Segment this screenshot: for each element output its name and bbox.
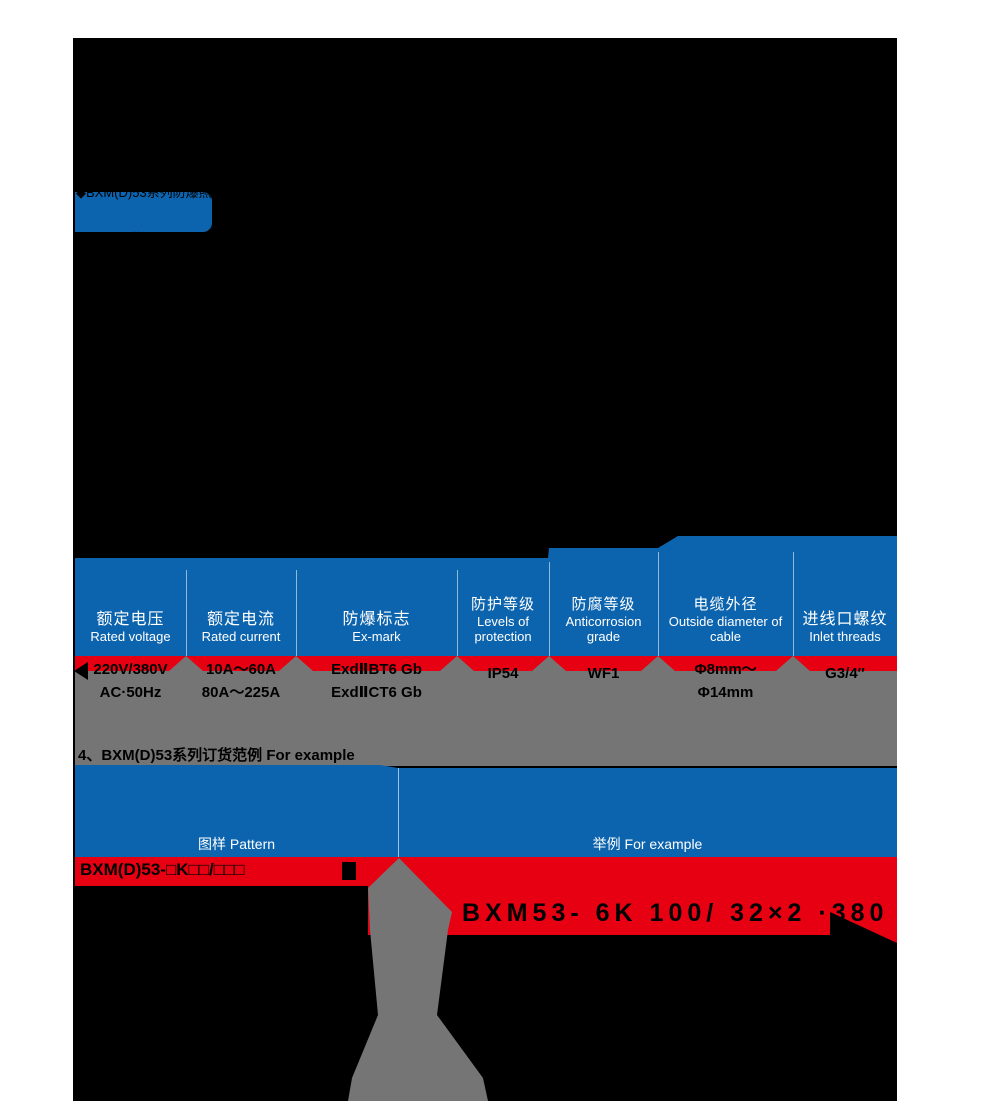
hidden-pattern-text: BXM(D)53-□K□□/□□□ <box>80 860 245 879</box>
col-label-zh: 防腐等级 <box>571 596 636 613</box>
col-label-en: Rated current <box>201 629 281 644</box>
spec-col-header-rated-current: 额定电流 Rated current <box>186 584 296 650</box>
col-label-en: Inlet threads <box>809 629 881 644</box>
pattern-diagram-mark <box>342 862 356 880</box>
col-label-en: Anticorrosion grade <box>565 614 642 644</box>
spec-value-anticorrosion: WF1 <box>587 665 620 682</box>
col-label-zh: 防爆标志 <box>342 611 411 628</box>
col-label-zh: 进线口螺纹 <box>802 611 888 628</box>
col-label-zh: 防护等级 <box>470 596 535 613</box>
pattern-diagram-silhouette <box>75 886 368 935</box>
hidden-spec-note: ■ 参数如有变动，恕不另行通知 <box>678 530 817 541</box>
example-label: 举例 For example <box>592 836 703 852</box>
spec-col-header-protection: 防护等级 Levels of protection <box>457 578 549 650</box>
page-margin-right <box>897 0 1000 1101</box>
column-divider <box>296 570 297 656</box>
column-divider <box>658 552 659 656</box>
divider-notch <box>169 656 203 671</box>
page-margin-left <box>0 0 73 1101</box>
col-label-zh: 额定电流 <box>206 611 275 628</box>
left-arrow-marker <box>74 662 88 680</box>
column-divider <box>793 552 794 656</box>
col-label-zh: 电缆外径 <box>693 596 758 613</box>
col-label-en: Levels of protection <box>474 614 532 644</box>
pattern-example-divider <box>398 768 399 857</box>
divider-notch <box>440 656 474 671</box>
col-label-en: Outside diameter of cable <box>668 614 783 644</box>
col-label-zh: 额定电压 <box>96 611 165 628</box>
spec-body-band <box>75 671 897 766</box>
spec-value-rated-current: 10A～60A 80A～225A <box>201 661 281 701</box>
column-divider <box>186 570 187 656</box>
section-tab <box>75 192 212 232</box>
col-label-en: Rated voltage <box>90 629 171 644</box>
spec-col-header-rated-voltage: 额定电压 Rated voltage <box>75 584 186 650</box>
spec-col-header-inlet-threads: 进线口螺纹 Inlet threads <box>793 584 897 650</box>
spec-col-header-ex-mark: 防爆标志 Ex-mark <box>296 584 457 650</box>
hidden-spec-title: 3、BXM(D)53系列防爆配电箱主要技术参数 Main technical p… <box>80 544 562 561</box>
spec-value-ex-mark: ExdⅡBT6 Gb ExdⅡCT6 Gb <box>331 661 422 701</box>
column-divider <box>549 562 550 656</box>
column-divider <box>457 570 458 656</box>
hidden-order-title: 4、BXM(D)53系列订货范例 For example <box>78 747 355 764</box>
hidden-heading-above-tab: ◆BXM(D)53系列防爆照明（动力）配电箱 <box>76 185 316 200</box>
order-header-band <box>75 765 897 857</box>
page-margin-top <box>0 0 1000 38</box>
spec-value-rated-voltage: 220V/380V AC·50Hz <box>93 661 168 701</box>
hidden-heading-below-tab: 一、适用范围 Scope of application <box>78 231 277 246</box>
spec-value-inlet-threads: G3/4″ <box>825 665 865 682</box>
divider-notch <box>776 656 810 671</box>
pattern-label: 图样 Pattern <box>197 836 276 852</box>
hidden-example-text: BXM53- 6K 100/ 32×2 ·380 <box>462 899 889 927</box>
spec-col-header-anticorrosion: 防腐等级 Anticorrosion grade <box>549 578 658 650</box>
spec-value-protection: IP54 <box>487 665 519 682</box>
divider-notch <box>532 656 566 671</box>
divider-notch <box>641 656 675 671</box>
col-label-en: Ex-mark <box>352 629 401 644</box>
spec-value-cable-diameter: Φ8mm～ Φ14mm <box>694 661 757 701</box>
spec-col-header-cable-diameter: 电缆外径 Outside diameter of cable <box>658 578 793 650</box>
divider-notch <box>279 656 313 671</box>
